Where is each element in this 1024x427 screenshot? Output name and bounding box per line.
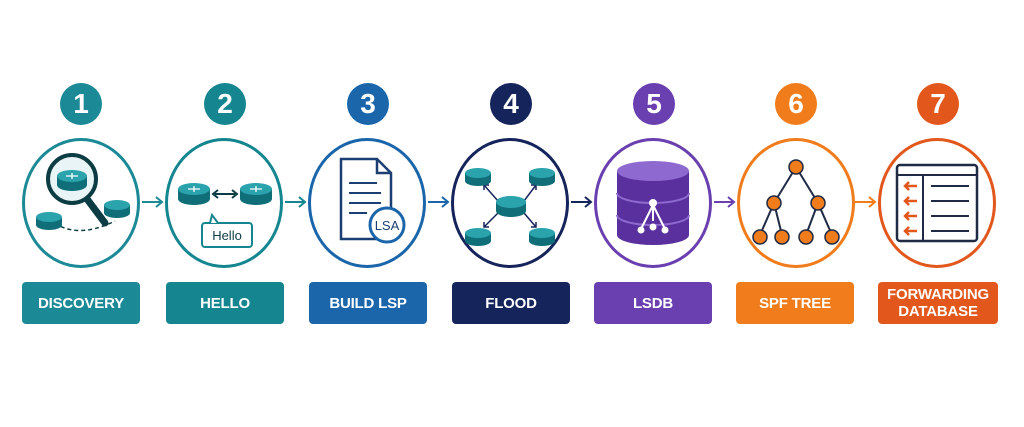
arrow-3-4 bbox=[428, 196, 450, 208]
step-4-ring bbox=[451, 138, 569, 268]
step-4-label: FLOOD bbox=[452, 282, 570, 324]
step-5-label: LSDB bbox=[594, 282, 712, 324]
step-1-label: DISCOVERY bbox=[22, 282, 140, 324]
step-5-number: 5 bbox=[633, 83, 675, 125]
step-5-ring bbox=[594, 138, 712, 268]
arrow-6-7 bbox=[855, 196, 877, 208]
step-1-number: 1 bbox=[60, 83, 102, 125]
arrow-4-5 bbox=[571, 196, 593, 208]
forwarding-table-icon bbox=[895, 163, 979, 243]
step-6-label: SPF TREE bbox=[736, 282, 854, 324]
step-2-number: 2 bbox=[204, 83, 246, 125]
step-6-ring bbox=[737, 138, 855, 268]
step-2-label: HELLO bbox=[166, 282, 284, 324]
step-1-ring bbox=[22, 138, 140, 268]
step-6-number: 6 bbox=[775, 83, 817, 125]
arrow-1-2 bbox=[142, 196, 164, 208]
tree-icon bbox=[752, 159, 840, 245]
step-7-ring bbox=[878, 138, 996, 268]
database-icon bbox=[616, 161, 690, 245]
lsa-document-icon: LSA bbox=[339, 157, 406, 244]
router-center bbox=[496, 196, 526, 217]
hello-bubble-text: Hello bbox=[212, 228, 242, 243]
step-3-number: 3 bbox=[347, 83, 389, 125]
arrow-2-3 bbox=[285, 196, 307, 208]
step-4-number: 4 bbox=[490, 83, 532, 125]
step-7-label: FORWARDING DATABASE bbox=[878, 282, 998, 324]
step-3-ring: LSA bbox=[308, 138, 426, 268]
flood-routers-icon bbox=[465, 168, 555, 246]
arrow-5-6 bbox=[714, 196, 736, 208]
lsa-badge-text: LSA bbox=[375, 218, 400, 233]
step-7-number: 7 bbox=[917, 83, 959, 125]
magnifier-routers-icon bbox=[36, 153, 130, 232]
hello-routers-icon: Hello bbox=[178, 183, 272, 248]
step-2-ring: Hello bbox=[165, 138, 283, 268]
step-3-label: BUILD LSP bbox=[309, 282, 427, 324]
